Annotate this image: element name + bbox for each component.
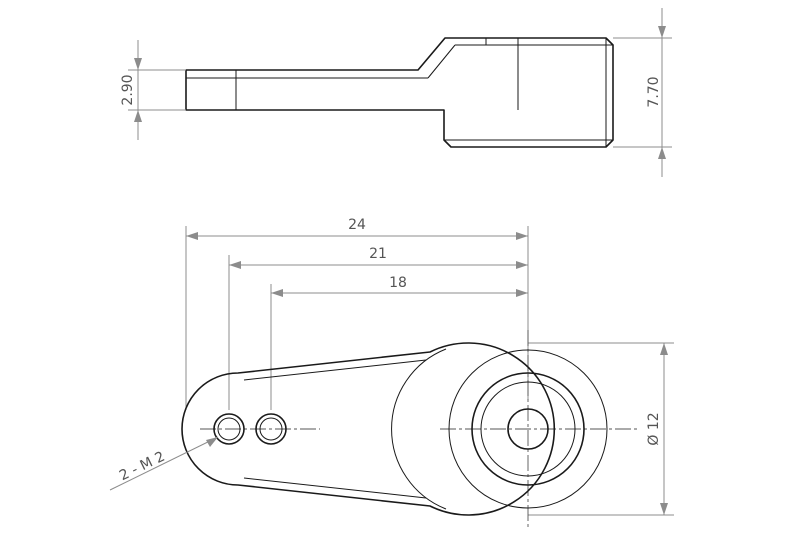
dimension-hub-diameter: Ø 12 — [528, 342, 674, 516]
dimension-label-diameter-12: Ø 12 — [646, 412, 662, 445]
dimension-arm-thickness: 2.90 — [120, 40, 186, 140]
side-view-slope-edge — [427, 44, 456, 79]
mount-hole-1-outer — [213, 413, 245, 445]
dimension-outer-hole-span: 21 — [229, 246, 528, 269]
hub-boss-arc — [391, 348, 447, 510]
dimension-label-7-70: 7.70 — [646, 76, 662, 107]
horn-arm-outline — [181, 342, 556, 516]
mount-hole-1-inner — [217, 417, 241, 441]
dimension-label-21: 21 — [369, 246, 387, 262]
hub-spline-bore — [507, 408, 549, 450]
mount-hole-2-inner — [259, 417, 283, 441]
centerlines — [200, 330, 640, 528]
arm-lower-inner-edge — [243, 477, 427, 499]
hub-counterbore-outer — [471, 372, 585, 486]
dimension-label-24: 24 — [348, 217, 366, 233]
dimension-inner-hole-span: 18 — [271, 275, 528, 297]
dimension-overall-length: 24 — [186, 217, 528, 240]
extension-lines — [185, 226, 529, 410]
dimension-label-2-90: 2.90 — [120, 74, 136, 105]
arm-upper-inner-edge — [243, 359, 427, 381]
hole-callout: 2 - M 2 — [109, 436, 219, 491]
hub-counterbore-inner — [480, 381, 576, 477]
hole-callout-label: 2 - M 2 — [117, 449, 167, 485]
top-view — [181, 342, 608, 516]
side-view-outline — [185, 37, 614, 148]
side-view — [185, 37, 614, 148]
mount-hole-2-outer — [255, 413, 287, 445]
dimension-total-height: 7.70 — [613, 8, 672, 177]
hub-outer-ring — [448, 349, 608, 509]
dimension-label-18: 18 — [389, 275, 407, 291]
